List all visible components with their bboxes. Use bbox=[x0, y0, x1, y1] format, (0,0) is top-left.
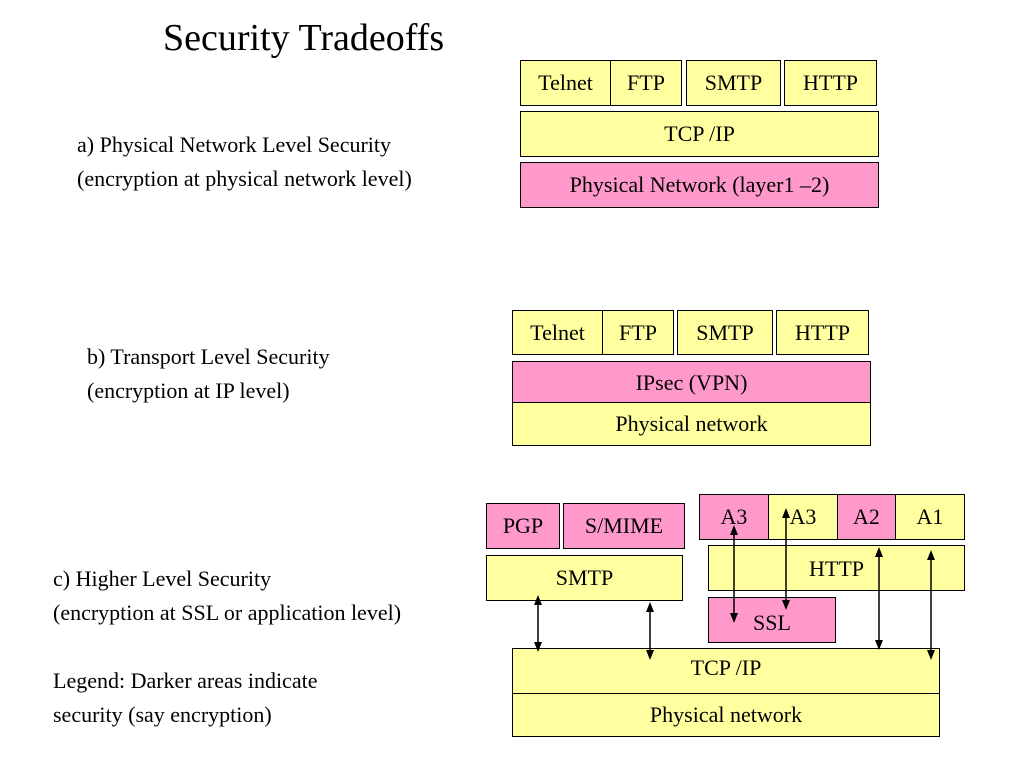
c-ssl-layer: SSL bbox=[708, 597, 836, 643]
section-c-line2: (encryption at SSL or application level) bbox=[53, 600, 402, 625]
a-telnet-box: Telnet bbox=[520, 60, 611, 106]
c-tcpip-layer: TCP /IP bbox=[512, 648, 940, 694]
a-http-box: HTTP bbox=[784, 60, 877, 106]
a-tcpip-layer: TCP /IP bbox=[520, 111, 879, 157]
section-b-description: b) Transport Level Security (encryption … bbox=[87, 340, 330, 408]
slide-title: Security Tradeoffs bbox=[163, 17, 445, 59]
a-ftp-box: FTP bbox=[610, 60, 682, 106]
section-c-line1: c) Higher Level Security bbox=[53, 566, 272, 591]
b-physical-layer: Physical network bbox=[512, 402, 871, 446]
c-pgp-box: PGP bbox=[486, 503, 560, 549]
section-a-line2: (encryption at physical network level) bbox=[77, 166, 412, 191]
section-c-description: c) Higher Level Security (encryption at … bbox=[53, 562, 401, 732]
section-b-line1: b) Transport Level Security bbox=[87, 344, 330, 369]
section-a-description: a) Physical Network Level Security (encr… bbox=[77, 128, 412, 196]
a-smtp-box: SMTP bbox=[686, 60, 781, 106]
c-a2-box: A2 bbox=[837, 494, 896, 540]
c-http-layer: HTTP bbox=[708, 545, 965, 591]
b-ipsec-layer: IPsec (VPN) bbox=[512, 361, 871, 404]
legend-line2: security (say encryption) bbox=[53, 702, 272, 727]
c-smtp-layer: SMTP bbox=[486, 555, 683, 601]
b-smtp-box: SMTP bbox=[677, 310, 773, 355]
c-a3-box-1: A3 bbox=[699, 494, 769, 540]
c-physical-layer: Physical network bbox=[512, 693, 940, 737]
section-a-line1: a) Physical Network Level Security bbox=[77, 132, 392, 157]
a-physical-layer: Physical Network (layer1 –2) bbox=[520, 162, 879, 208]
c-a3-box-2: A3 bbox=[768, 494, 838, 540]
c-a1-box: A1 bbox=[895, 494, 965, 540]
legend-line1: Legend: Darker areas indicate bbox=[53, 668, 318, 693]
b-telnet-box: Telnet bbox=[512, 310, 603, 355]
section-b-line2: (encryption at IP level) bbox=[87, 378, 290, 403]
b-http-box: HTTP bbox=[776, 310, 869, 355]
c-smime-box: S/MIME bbox=[563, 503, 685, 549]
b-ftp-box: FTP bbox=[602, 310, 674, 355]
